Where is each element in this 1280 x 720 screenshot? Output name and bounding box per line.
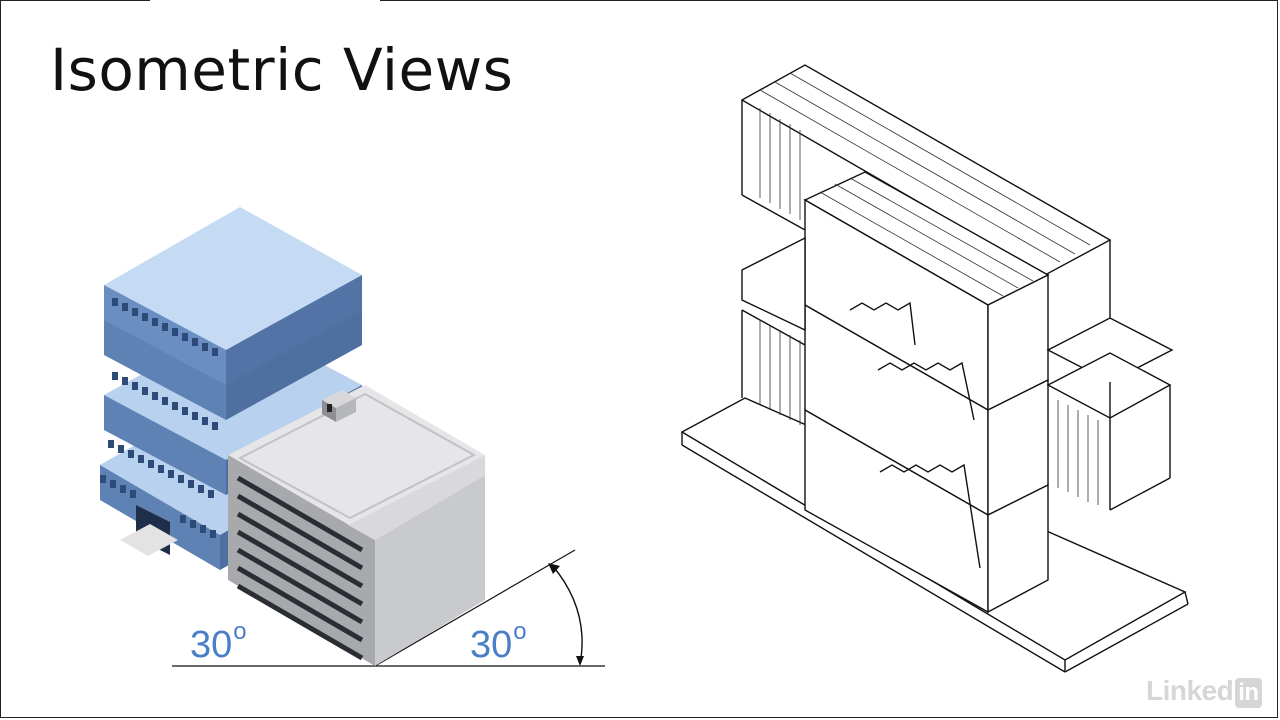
roof-vent bbox=[322, 390, 356, 422]
stair-upper bbox=[849, 301, 916, 346]
angle-left-degree: o bbox=[233, 618, 247, 645]
arc-arrowhead-bottom bbox=[576, 656, 584, 666]
tower-entrance bbox=[120, 505, 178, 556]
watermark-text: Linked bbox=[1146, 675, 1234, 706]
watermark-badge: in bbox=[1235, 678, 1262, 708]
angle-left-value: 30 bbox=[190, 624, 233, 666]
slide-title: Isometric Views bbox=[50, 36, 514, 104]
annex-block bbox=[228, 385, 485, 666]
module-side-bottom bbox=[987, 483, 1049, 614]
frame-gap bbox=[150, 0, 380, 2]
arc-arrowhead-top bbox=[548, 563, 560, 574]
isometric-axis-line bbox=[374, 549, 576, 667]
angle-right-value: 30 bbox=[470, 624, 513, 666]
right-wing-lower bbox=[1046, 352, 1172, 419]
left-wing bbox=[741, 236, 806, 332]
tower-window-grid bbox=[100, 298, 218, 538]
stair-lower bbox=[879, 463, 981, 569]
annex-louvers bbox=[236, 475, 364, 661]
container-house-line-drawing bbox=[680, 64, 1189, 673]
angle-label-right: 30o bbox=[470, 618, 527, 667]
roof-ribs bbox=[759, 72, 1091, 297]
angle-label-left: 30o bbox=[190, 618, 247, 667]
angle-right-degree: o bbox=[513, 618, 527, 645]
stair-middle bbox=[877, 361, 975, 421]
container-corrugation bbox=[759, 108, 1099, 505]
angle-arc bbox=[551, 564, 583, 665]
